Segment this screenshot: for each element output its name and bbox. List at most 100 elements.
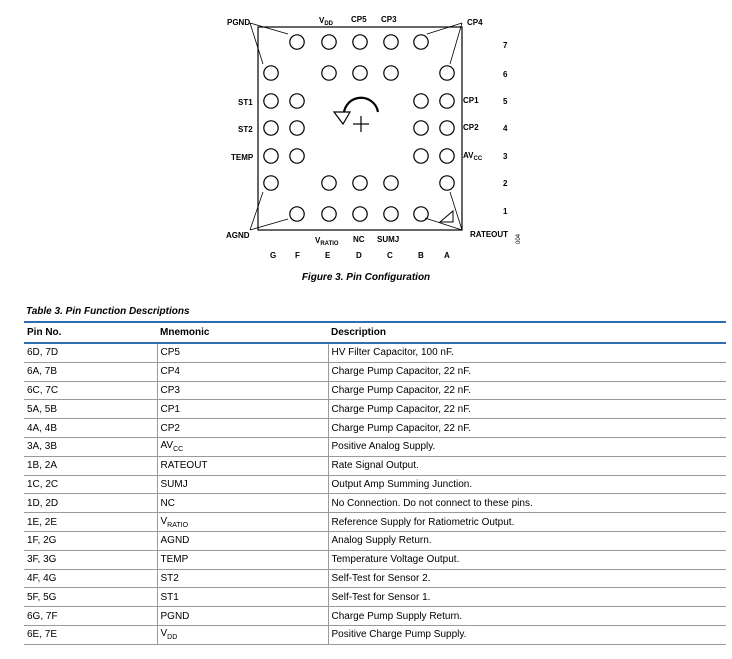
header-mnemonic: Mnemonic	[160, 327, 210, 338]
header-description: Description	[331, 327, 387, 338]
pin-pad	[439, 175, 455, 191]
pin-pad	[413, 34, 429, 50]
label-avcc: AVCC	[463, 151, 483, 162]
figure-id-mark: 004	[516, 233, 522, 244]
header-pin-no: Pin No.	[27, 327, 62, 338]
pin-pad	[289, 93, 305, 109]
pin-configuration-figure: PGND VDD CP5 CP3 CP4 ST1 ST2 TEMP AGND C…	[0, 0, 732, 300]
row-number-label: 3	[503, 152, 508, 161]
mnemonic-cell: CP3	[156, 381, 328, 400]
table-row: 1C, 2C SUMJ Output Amp Summing Junction.	[24, 475, 726, 494]
mnemonic-subscript: CC	[173, 446, 184, 454]
label-pgnd: PGND	[227, 18, 250, 27]
description-cell: Positive Charge Pump Supply.	[327, 625, 726, 645]
mnemonic-text: V	[160, 515, 168, 527]
label-rateout: RATEOUT	[470, 230, 508, 239]
description-cell: HV Filter Capacitor, 100 nF.	[327, 343, 726, 363]
pin-no-cell: 1B, 2A	[27, 460, 58, 472]
label-cp4: CP4	[467, 18, 483, 27]
pin-no-cell: 1C, 2C	[27, 478, 59, 490]
pin-no-cell: 1E, 2E	[27, 516, 58, 528]
label-cp3: CP3	[381, 15, 397, 24]
pin1-indicator-icon	[438, 209, 454, 223]
pin-no-cell: 6A, 7B	[27, 366, 58, 378]
pin-pad	[352, 65, 368, 81]
pin-pad	[413, 93, 429, 109]
mnemonic-cell: VDD	[156, 625, 328, 645]
mnemonic-cell: CP2	[156, 418, 328, 438]
rotation-axis-icon	[332, 96, 380, 132]
pin-pad	[383, 175, 399, 191]
pin-pad	[383, 206, 399, 222]
column-letter-label: G	[270, 251, 276, 260]
mnemonic-text: SUMJ	[160, 478, 188, 490]
pin-pad	[383, 65, 399, 81]
pin-pad	[321, 206, 337, 222]
pin-pad	[263, 148, 279, 164]
pin-no-cell: 6C, 7C	[27, 384, 59, 396]
pin-no-cell: 3A, 3B	[27, 441, 58, 453]
pin-pad	[321, 65, 337, 81]
mnemonic-text: CP4	[160, 366, 180, 378]
mnemonic-cell: PGND	[156, 606, 328, 626]
description-cell: Charge Pump Capacitor, 22 nF.	[327, 399, 726, 419]
description-cell: Charge Pump Capacitor, 22 nF.	[327, 362, 726, 382]
table-row: 6A, 7B CP4 Charge Pump Capacitor, 22 nF.	[24, 362, 726, 382]
mnemonic-cell: VRATIO	[156, 512, 328, 532]
pin-no-cell: 5A, 5B	[27, 403, 58, 415]
pin-pad	[263, 120, 279, 136]
figure-caption: Figure 3. Pin Configuration	[301, 272, 431, 283]
pin-pad	[289, 120, 305, 136]
label-st2: ST2	[238, 125, 253, 134]
label-temp: TEMP	[231, 153, 254, 162]
description-cell: Output Amp Summing Junction.	[327, 475, 726, 494]
row-number-label: 4	[503, 124, 508, 133]
mnemonic-text: NC	[160, 497, 175, 509]
description-cell: Reference Supply for Ratiometric Output.	[327, 512, 726, 532]
label-cp1: CP1	[463, 96, 479, 105]
mnemonic-cell: AGND	[156, 531, 328, 551]
pin-pad	[263, 93, 279, 109]
label-vdd: VDD	[319, 16, 334, 27]
mnemonic-text: PGND	[160, 610, 190, 622]
pin-no-cell: 1F, 2G	[27, 535, 57, 547]
description-cell: Charge Pump Capacitor, 22 nF.	[327, 418, 726, 438]
mnemonic-text: V	[160, 628, 168, 640]
pin-pad	[289, 206, 305, 222]
column-letter-label: B	[418, 251, 424, 260]
mnemonic-cell: CP1	[156, 399, 328, 419]
pin-pad	[413, 148, 429, 164]
pin-pad	[321, 175, 337, 191]
row-number-label: 6	[503, 70, 508, 79]
row-number-label: 1	[503, 207, 508, 216]
mnemonic-text: ST2	[160, 572, 179, 584]
pin-no-cell: 3F, 3G	[27, 554, 57, 566]
mnemonic-text: CP5	[160, 347, 180, 359]
description-cell: Temperature Voltage Output.	[327, 550, 726, 570]
label-vratio: VRATIO	[315, 236, 339, 247]
description-cell: Analog Supply Return.	[327, 531, 726, 551]
label-cp5: CP5	[351, 15, 367, 24]
description-cell: Self-Test for Sensor 1.	[327, 587, 726, 607]
mnemonic-subscript: DD	[167, 634, 178, 642]
label-st1: ST1	[238, 98, 253, 107]
pin-pad	[413, 120, 429, 136]
label-cp2: CP2	[463, 123, 479, 132]
mnemonic-subscript: RATIO	[167, 521, 189, 529]
mnemonic-cell: ST2	[156, 569, 328, 588]
row-number-label: 2	[503, 179, 508, 188]
pin-pad	[263, 175, 279, 191]
mnemonic-cell: NC	[156, 493, 328, 513]
mnemonic-cell: TEMP	[156, 550, 328, 570]
mnemonic-cell: AVCC	[156, 437, 328, 457]
mnemonic-text: CP2	[160, 422, 180, 434]
table-title: Table 3. Pin Function Descriptions	[26, 306, 190, 317]
pin-no-cell: 4A, 4B	[27, 422, 58, 434]
